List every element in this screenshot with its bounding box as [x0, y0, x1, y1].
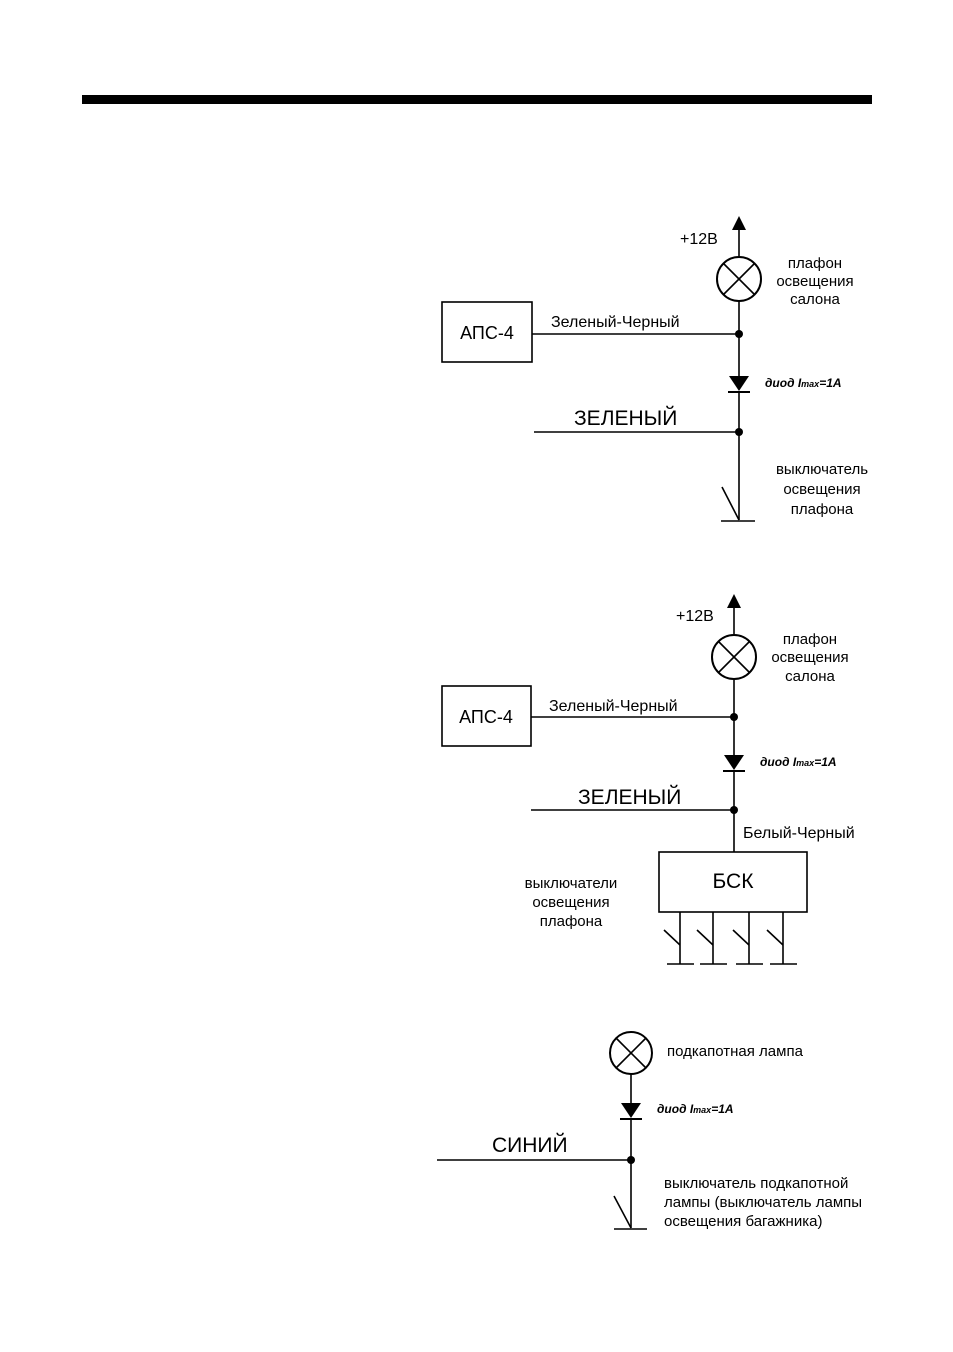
supply-label: +12В — [676, 608, 714, 625]
switch-label-3: освещения багажника) — [664, 1213, 822, 1230]
diode-icon — [728, 376, 750, 393]
wire-main-label: ЗЕЛЕНЫЙ — [574, 406, 677, 430]
junction-dot — [730, 713, 738, 721]
switch-label-1: выключатель — [776, 461, 868, 478]
lamp-label-1: плафон — [783, 631, 837, 648]
bsk-label: БСК — [713, 870, 755, 893]
switch-label-2: освещения — [532, 894, 609, 911]
switch-icon — [766, 912, 797, 965]
wire-unit-label: Зеленый-Черный — [549, 698, 678, 715]
bsk-box — [658, 851, 808, 913]
unit-box — [441, 685, 532, 747]
lamp-label-2: освещения — [776, 273, 853, 290]
junction-dot — [730, 806, 738, 814]
diagram-interior-light-bsk: +12В плафон освещения салона АПС-4 Зелен… — [441, 594, 855, 965]
switch-group — [663, 912, 797, 965]
lamp-label-2: освещения — [771, 649, 848, 666]
lamp-label: подкапотная лампа — [667, 1043, 804, 1060]
diode-icon — [723, 755, 745, 772]
supply-label: +12В — [680, 231, 718, 248]
switch-label-1: выключатель подкапотной — [664, 1175, 848, 1192]
switch-icon — [721, 486, 755, 522]
diode-label: диод Imax=1A — [760, 755, 837, 769]
switch-icon — [663, 912, 694, 965]
diagram-interior-light: +12В плафон освещения салона АПС-4 Зелен… — [441, 216, 868, 522]
diagram-hood-lamp: подкапотная лампа диод Imax=1A СИНИЙ вык… — [437, 1031, 862, 1230]
unit-box — [441, 301, 533, 363]
diode-icon — [620, 1103, 642, 1120]
diode-label: диод Imax=1A — [765, 376, 842, 390]
lamp-icon — [716, 256, 762, 302]
diode-label: диод Imax=1A — [657, 1102, 734, 1116]
wire-main-label: ЗЕЛЕНЫЙ — [578, 785, 681, 809]
switch-icon — [732, 912, 763, 965]
switch-label-2: освещения — [783, 481, 860, 498]
lamp-label-3: салона — [785, 668, 835, 685]
lamp-icon — [711, 634, 757, 680]
lamp-label-1: плафон — [788, 255, 842, 272]
switch-icon — [613, 1195, 647, 1230]
unit-label: АПС-4 — [459, 707, 513, 727]
lamp-icon — [609, 1031, 653, 1075]
unit-label: АПС-4 — [460, 323, 514, 343]
wire-bsk-label: Белый-Черный — [743, 825, 855, 842]
header-rule — [82, 95, 872, 104]
lamp-label-3: салона — [790, 291, 840, 308]
supply-arrow-icon — [727, 594, 741, 608]
switch-label-2: лампы (выключатель лампы — [664, 1194, 862, 1211]
wire-main-label: СИНИЙ — [492, 1133, 568, 1157]
switch-label-3: плафона — [791, 501, 854, 518]
junction-dot — [627, 1156, 635, 1164]
junction-dot — [735, 330, 743, 338]
wire-unit-label: Зеленый-Черный — [551, 314, 680, 331]
supply-arrow-icon — [732, 216, 746, 230]
switch-label-3: плафона — [540, 913, 603, 930]
switch-label-1: выключатели — [525, 875, 618, 892]
switch-icon — [696, 912, 727, 965]
